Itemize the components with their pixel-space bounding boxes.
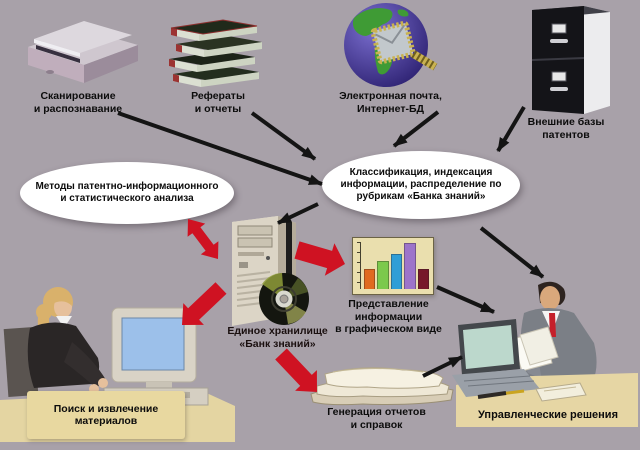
- methods-ellipse: Методы патентно-информационного и статис…: [20, 162, 234, 224]
- classification-label: Классификация, индексация информации, ра…: [340, 167, 502, 202]
- arrow-internet-to-classification: [392, 110, 440, 148]
- file-cabinet-image: [531, 6, 610, 114]
- internet-label: Электронная почта, Интернет-БД: [339, 90, 442, 115]
- chart-bar: [377, 261, 389, 289]
- books-label: Рефераты и отчеты: [191, 90, 245, 115]
- scanner-image: [28, 21, 138, 83]
- patents-label: Внешние базы патентов: [527, 116, 605, 141]
- chart-bars: [364, 242, 430, 289]
- man-with-laptop-image: [452, 281, 638, 427]
- decisions-label: Управленческие решения: [478, 409, 618, 421]
- bar-chart-image: [352, 237, 434, 295]
- chart-bar: [404, 243, 416, 289]
- search-label-box: Поиск и извлечение материалов: [27, 391, 185, 439]
- arrow-classification-to-decisions: [479, 226, 545, 279]
- search-label: Поиск и извлечение материалов: [53, 402, 159, 428]
- chart-bar: [417, 269, 430, 289]
- graphics-label: Представление информации в графическом в…: [335, 298, 442, 335]
- documents-stack-image: [310, 367, 454, 406]
- cd-disc-image: [259, 273, 309, 325]
- chart-bar: [390, 253, 403, 289]
- scanner-label: Сканирование и распознавание: [33, 90, 123, 115]
- classification-ellipse: Классификация, индексация информации, ра…: [322, 151, 520, 219]
- chart-bar: [364, 269, 376, 289]
- storage-label: Единое хранилище «Банк знаний»: [227, 325, 328, 350]
- books-image: [169, 19, 262, 87]
- red-arrow-methods-storage-bidirectional: [187, 219, 219, 259]
- reports-label: Генерация отчетов и справок: [327, 406, 426, 431]
- arrow-books-to-classification: [250, 111, 317, 161]
- globe-email-image: [344, 3, 438, 87]
- methods-label: Методы патентно-информационного и статис…: [35, 181, 219, 204]
- chart-y-axis: [357, 242, 361, 289]
